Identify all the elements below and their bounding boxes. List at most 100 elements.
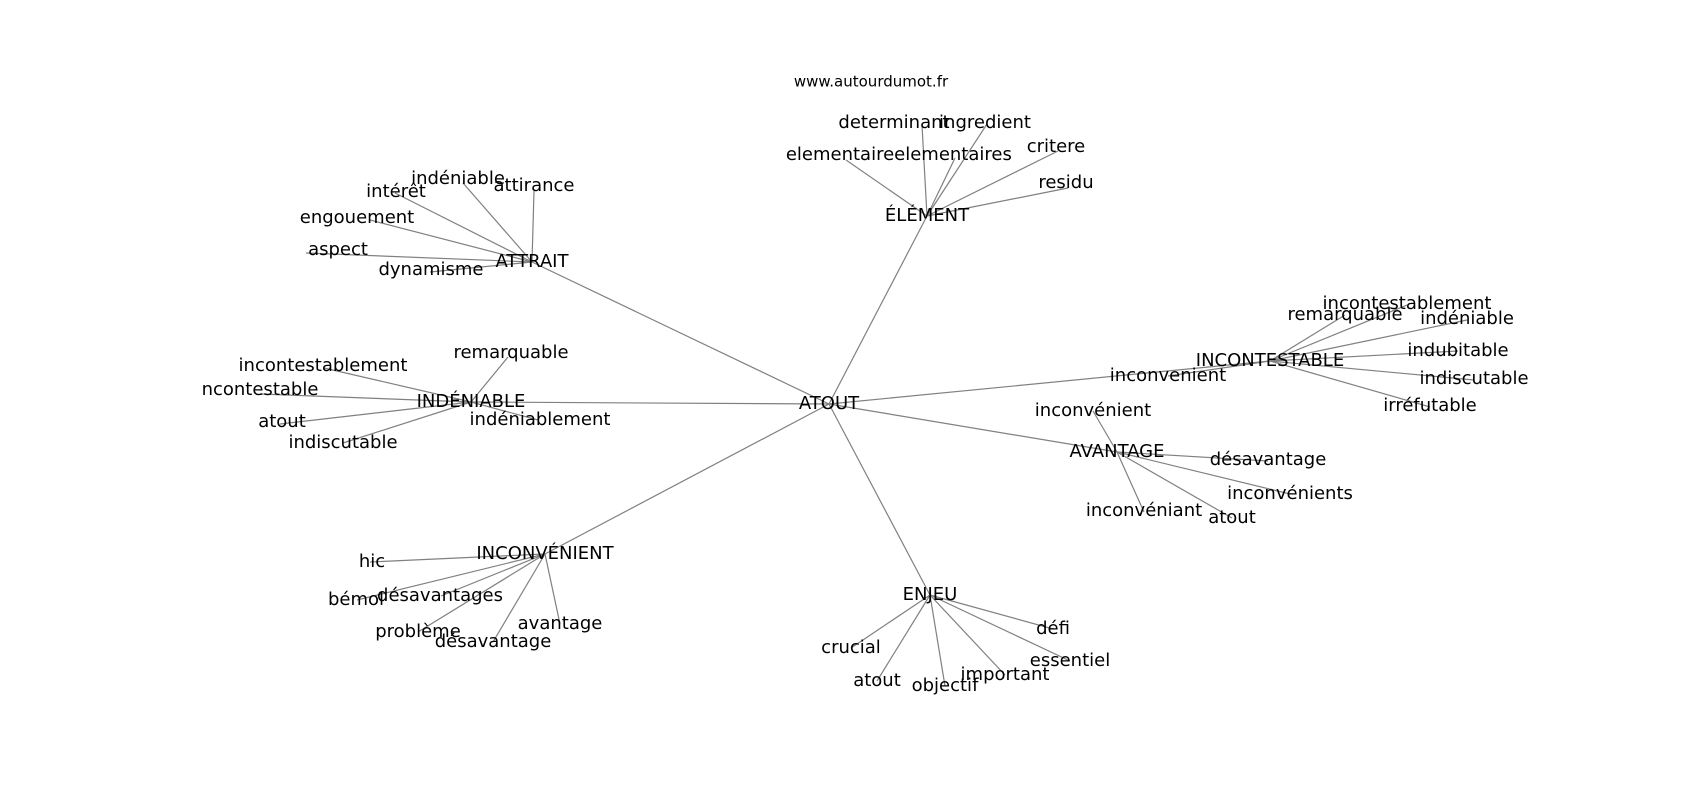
word-node-label[interactable]: ncontestable xyxy=(202,379,319,400)
edge-hub-to-word xyxy=(929,594,1071,662)
word-node-label[interactable]: inconvénients xyxy=(1227,483,1353,504)
word-node-label[interactable]: indéniable xyxy=(1420,308,1514,329)
hub-node-label[interactable]: ATTRAIT xyxy=(496,251,570,272)
edge-hub-to-word xyxy=(1269,350,1459,362)
word-node-label[interactable]: indéniablement xyxy=(470,409,611,430)
edge-hub-to-word xyxy=(305,252,533,263)
edge-hub-to-word xyxy=(929,594,1006,676)
word-node-label[interactable]: défi xyxy=(1036,618,1070,639)
word-node-label[interactable]: indubitable xyxy=(1407,340,1508,361)
word-node-label[interactable]: problème xyxy=(375,621,461,642)
word-node-label[interactable]: désavantage xyxy=(435,631,552,652)
edge-root-to-hub xyxy=(828,403,1118,453)
edge-hub-to-word xyxy=(394,192,533,263)
word-node-label[interactable]: désavantage xyxy=(1210,449,1327,470)
word-node-label[interactable]: determinant xyxy=(838,112,949,133)
word-node-label[interactable]: elementaire xyxy=(786,144,894,165)
edge-hub-to-word xyxy=(1167,360,1271,377)
word-node-label[interactable]: crucial xyxy=(821,637,881,658)
edge-hub-to-word xyxy=(1269,360,1475,381)
hub-node-label[interactable]: ENJEU xyxy=(903,584,958,605)
edge-hub-to-word xyxy=(1116,451,1233,519)
edge-hub-to-word xyxy=(279,401,472,425)
word-node-label[interactable]: atout xyxy=(258,411,306,432)
word-node-label[interactable]: residu xyxy=(1038,172,1093,193)
edge-hub-to-word xyxy=(1116,451,1291,495)
root-node-label[interactable]: ATOUT xyxy=(799,393,860,414)
hub-node-label[interactable]: INCONVÉNIENT xyxy=(476,542,614,564)
edge-hub-to-word xyxy=(356,553,546,601)
edge-root-to-hub xyxy=(828,215,928,405)
word-node-label[interactable]: atout xyxy=(1208,507,1256,528)
edge-hub-to-word xyxy=(1116,451,1269,462)
edge-hub-to-word xyxy=(462,182,533,263)
word-node-label[interactable]: indéniable xyxy=(411,168,505,189)
edge-hub-to-word xyxy=(1116,451,1145,513)
word-node-label[interactable]: inconvéniant xyxy=(1086,500,1202,521)
word-node-label[interactable]: attirance xyxy=(494,175,575,196)
edge-hub-to-word xyxy=(369,553,546,563)
edge-hub-to-word xyxy=(1269,319,1468,362)
edge-hub-to-word xyxy=(429,261,533,273)
edge-hub-to-word xyxy=(1092,410,1118,453)
edge-root-to-hub xyxy=(544,403,830,555)
edge-hub-to-word xyxy=(531,190,535,263)
edge-hub-to-word xyxy=(323,367,472,403)
edge-hub-to-word xyxy=(845,159,928,217)
word-node-label[interactable]: dynamisme xyxy=(378,259,483,280)
edge-root-to-hub xyxy=(828,403,931,596)
word-node-label[interactable]: elementaires xyxy=(894,144,1012,165)
edge-hub-to-word xyxy=(492,553,546,643)
word-node-label[interactable]: aspect xyxy=(308,239,368,260)
word-node-label[interactable]: ingredient xyxy=(939,112,1031,133)
hub-node-label[interactable]: ÉLÉMENT xyxy=(885,204,970,226)
word-node-label[interactable]: intérêt xyxy=(366,181,426,202)
word-node-label[interactable]: avantage xyxy=(518,613,603,634)
edge-hub-to-word xyxy=(926,123,988,217)
word-node-label[interactable]: incontestablement xyxy=(239,355,408,376)
site-url[interactable]: www.autourdumot.fr xyxy=(794,73,949,91)
word-node-label[interactable]: atout xyxy=(853,670,901,691)
word-node-label[interactable]: essentiel xyxy=(1030,650,1110,671)
edge-hub-to-word xyxy=(470,356,509,403)
edge-root-to-hub xyxy=(470,401,830,405)
word-node-label[interactable]: objectif xyxy=(912,675,979,696)
graph-edges xyxy=(259,123,1475,687)
edge-hub-to-word xyxy=(342,401,472,444)
word-node-label[interactable]: irréfutable xyxy=(1383,395,1477,416)
word-node-label[interactable]: critere xyxy=(1027,136,1086,157)
edge-hub-to-word xyxy=(1269,304,1408,362)
edge-hub-to-word xyxy=(440,553,546,597)
word-node-label[interactable]: indiscutable xyxy=(1419,368,1528,389)
hub-node-label[interactable]: INCONTESTABLE xyxy=(1196,350,1344,371)
edge-hub-to-word xyxy=(921,124,928,217)
word-node-label[interactable]: inconvenient xyxy=(1110,365,1226,386)
word-node-label[interactable]: indiscutable xyxy=(288,432,397,453)
graph-labels: www.autourdumot.fr ATOUT ÉLÉMENT determina… xyxy=(202,73,1529,697)
word-node-label[interactable]: désavantages xyxy=(377,585,503,606)
word-node-label[interactable]: incontestablement xyxy=(1323,293,1492,314)
edge-hub-to-word xyxy=(926,150,1059,217)
edge-hub-to-word xyxy=(417,553,546,633)
word-node-label[interactable]: important xyxy=(961,664,1050,685)
word-node-label[interactable]: inconvénient xyxy=(1035,400,1151,421)
word-node-label[interactable]: bémol xyxy=(328,589,384,610)
edge-hub-to-word xyxy=(544,553,561,625)
word-node-label[interactable]: remarquable xyxy=(453,342,568,363)
edge-root-to-hub xyxy=(828,360,1271,405)
edge-hub-to-word xyxy=(259,393,472,403)
word-node-label[interactable]: hic xyxy=(359,551,385,572)
edge-hub-to-word xyxy=(926,157,956,217)
edge-hub-to-word xyxy=(1269,314,1346,362)
edge-hub-to-word xyxy=(876,594,931,682)
word-node-label[interactable]: engouement xyxy=(300,207,414,228)
word-node-label[interactable]: remarquable xyxy=(1287,304,1402,325)
edge-hub-to-word xyxy=(369,219,533,263)
edge-hub-to-word xyxy=(926,187,1069,217)
edge-hub-to-word xyxy=(929,594,1054,630)
edge-hub-to-word xyxy=(929,594,946,687)
edge-hub-to-word xyxy=(1269,360,1431,408)
hub-node-label[interactable]: INDÉNIABLE xyxy=(417,390,526,412)
hub-node-label[interactable]: AVANTAGE xyxy=(1069,441,1164,462)
